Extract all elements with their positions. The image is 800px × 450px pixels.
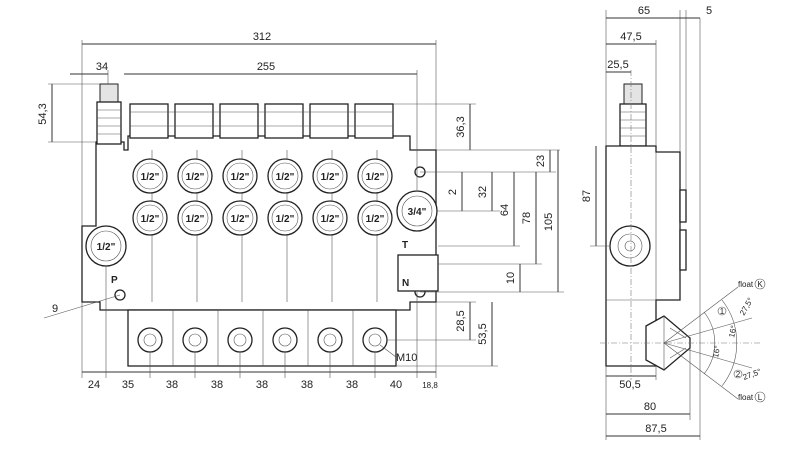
dim-36: 36,3 [455, 116, 467, 137]
side-pressure-port [609, 225, 651, 267]
dim-105: 105 [543, 213, 555, 231]
lever-float-top: float [738, 280, 754, 289]
side-view: float K float L 1 2 27,5° 16° 16° 27,5° [600, 70, 766, 403]
dim-pitch: 38 [301, 379, 313, 391]
dim-32: 32 [477, 186, 489, 198]
dim-pitch: 38 [166, 379, 178, 391]
lever-angle-a1: 27,5° [738, 296, 755, 317]
lever-num-1: 1 [720, 307, 725, 316]
dim-65: 65 [638, 5, 650, 17]
n-port-label: N [402, 278, 409, 289]
dim-overall: 312 [253, 31, 271, 43]
spool-caps [129, 103, 394, 139]
front-dimensions: 312 255 34 54,3 36,3 23 2 32 64 78 [37, 31, 564, 391]
dim-23: 23 [535, 155, 547, 167]
dim-pitch: 38 [211, 379, 223, 391]
port-label: 1/2" [141, 214, 160, 225]
port-label: 1/2" [186, 172, 205, 183]
lever-circle-k: K [757, 280, 763, 289]
side-dimensions: 65 5 47,5 25,5 87 50,5 80 87,5 [581, 5, 712, 440]
dim-5: 5 [706, 5, 712, 17]
dim-tail: 18,8 [422, 381, 438, 390]
dim-pitch: 38 [346, 379, 358, 391]
dim-second: 35 [122, 379, 134, 391]
dim-pitch: 38 [256, 379, 268, 391]
dim-25: 25,5 [607, 59, 628, 71]
dim-47: 47,5 [620, 31, 641, 43]
lever-angle-a3: 16° [711, 345, 722, 358]
dim-last: 40 [390, 379, 402, 391]
lever-num-2: 2 [736, 370, 741, 379]
lower-spool-housings [127, 309, 397, 367]
dim-87: 87 [581, 190, 593, 202]
lever-angle-a4: 27,5° [742, 367, 763, 382]
lever-circle-l: L [758, 393, 763, 402]
dim-53: 53,5 [477, 323, 489, 344]
port-label: 1/2" [231, 214, 250, 225]
dim-64: 64 [499, 204, 511, 216]
port-label: 1/2" [276, 172, 295, 183]
dim-relief-height: 54,3 [37, 103, 49, 124]
p-port-label: P [111, 275, 118, 286]
dim-80: 80 [644, 401, 656, 413]
port-label: 1/2" [366, 214, 385, 225]
lower-work-ports: 1/2" 1/2" 1/2" 1/2" 1/2" 1/2" [132, 200, 393, 236]
dim-87b: 87,5 [645, 423, 666, 435]
port-label: 1/2" [186, 214, 205, 225]
pressure-port-label: 1/2" [97, 242, 116, 253]
dim-50: 50,5 [619, 379, 640, 391]
dim-2: 2 [447, 189, 459, 195]
dim-first: 24 [88, 379, 100, 391]
port-label: 1/2" [141, 172, 160, 183]
front-view: 1/2" 1/2" 1/2" 1/2" 1/2" 1/2" 1/2" 1/2" … [43, 83, 439, 367]
port-label: 1/2" [321, 214, 340, 225]
port-label: 1/2" [321, 172, 340, 183]
dim-offset: 34 [96, 61, 108, 73]
dim-10: 10 [505, 272, 517, 284]
dim-28: 28,5 [455, 310, 467, 331]
relief-valve [96, 83, 122, 145]
callout-9: 9 [52, 303, 58, 315]
upper-work-ports: 1/2" 1/2" 1/2" 1/2" 1/2" 1/2" [132, 158, 393, 194]
port-label: 1/2" [231, 172, 250, 183]
lever-float-bottom: float [738, 393, 754, 402]
lever-angle-a2: 16° [727, 325, 738, 339]
t-port-label: T [402, 240, 408, 251]
dim-bank: 255 [257, 61, 275, 73]
port-label: 1/2" [366, 172, 385, 183]
thread-label: M10 [396, 352, 417, 364]
return-port-label: 3/4" [408, 207, 427, 218]
dim-78: 78 [521, 212, 533, 224]
port-label: 1/2" [276, 214, 295, 225]
